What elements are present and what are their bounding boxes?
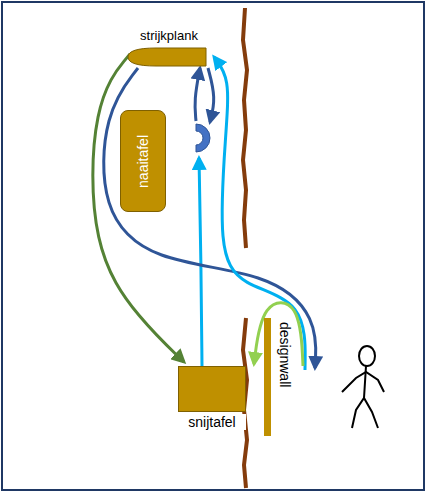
chair: [196, 124, 210, 152]
table-top: [178, 366, 246, 412]
node-label: snijtafel: [178, 414, 246, 430]
wall-board: [264, 318, 271, 436]
ironing-board: strijkplank: [126, 28, 212, 68]
flow-arrow: [208, 68, 214, 122]
flow-arrow: [199, 158, 202, 366]
flow-arrow: [195, 68, 200, 121]
board-shape: [126, 46, 208, 68]
node-heading: strijkplank: [126, 28, 212, 43]
design-wall: designwall: [264, 318, 293, 436]
cutting-table: snijtafel: [178, 366, 246, 430]
node-label: naaitafel: [135, 135, 151, 188]
flow-arrow: [93, 54, 184, 362]
wall: [243, 8, 247, 248]
sewing-table: naaitafel: [120, 110, 166, 212]
frame: [2, 2, 424, 490]
person: [342, 346, 384, 428]
node-label: designwall: [277, 322, 293, 387]
